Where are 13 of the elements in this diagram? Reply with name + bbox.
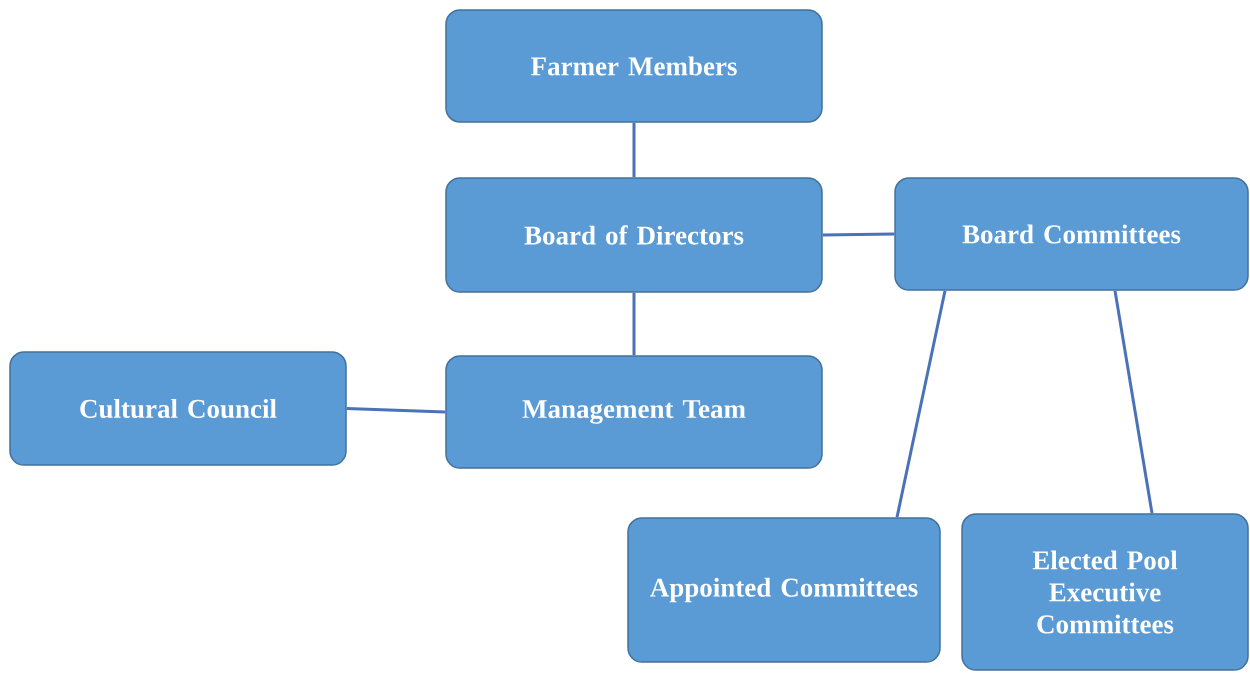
connector-line — [1113, 290, 1154, 514]
connector-line — [822, 232, 895, 237]
org-box: Farmer Members — [445, 9, 823, 123]
org-box: Cultural Council — [9, 351, 347, 466]
connector-line — [632, 292, 636, 356]
org-box: Board of Directors — [445, 177, 823, 293]
connector-line — [895, 290, 947, 518]
org-box: Management Team — [445, 355, 823, 469]
connector-line — [346, 407, 446, 414]
org-box: Appointed Committees — [627, 517, 941, 663]
org-box: Elected Pool Executive Committees — [961, 513, 1249, 671]
org-box: Board Committees — [894, 177, 1249, 291]
connector-line — [632, 122, 636, 178]
